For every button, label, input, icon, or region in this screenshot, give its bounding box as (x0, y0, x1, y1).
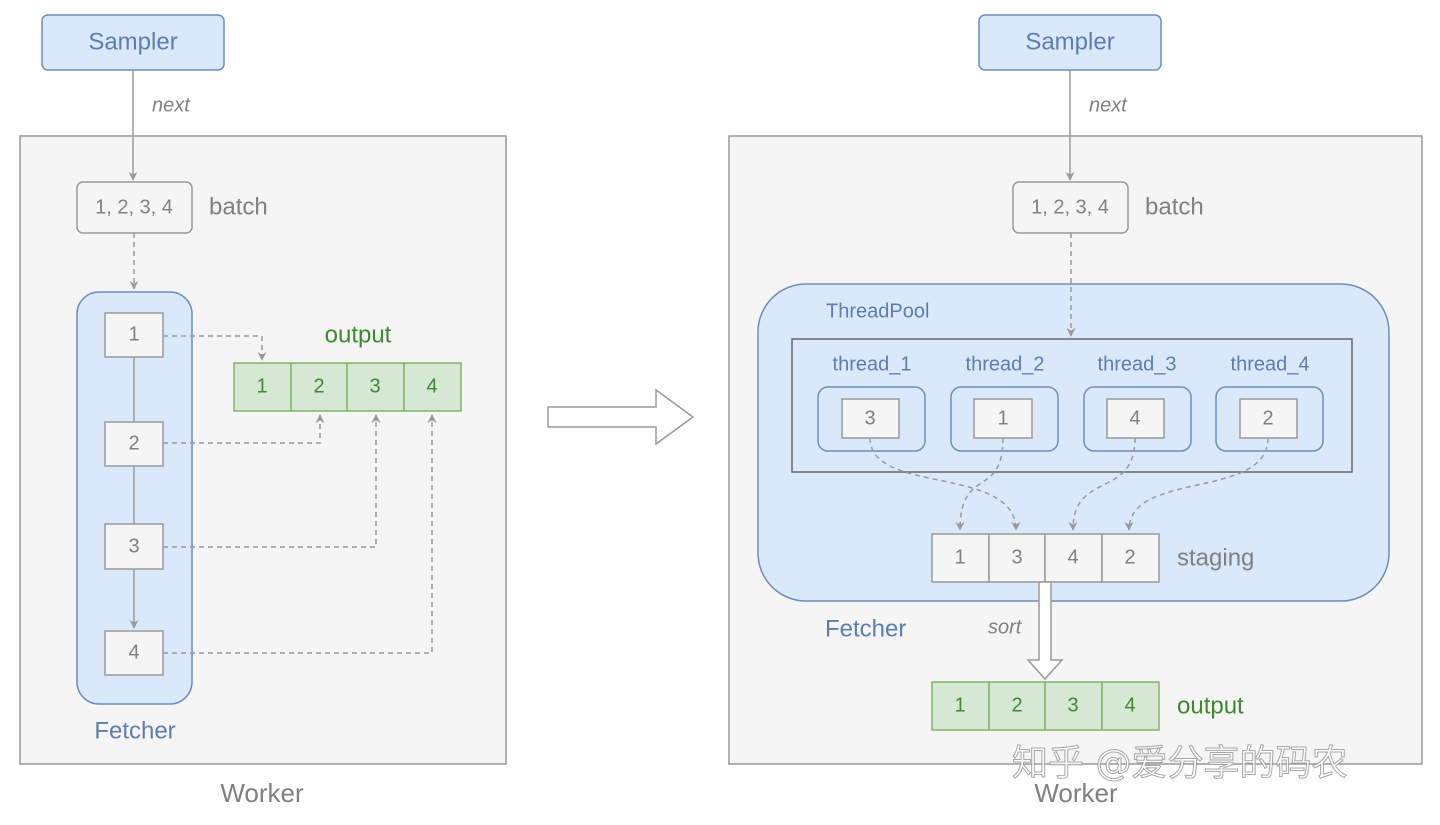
svg-text:4: 4 (1124, 694, 1135, 716)
sampler-label-right: Sampler (1025, 28, 1114, 55)
worker-label-right: Worker (1034, 778, 1118, 808)
left-diagram: Sampler next 1, 2, 3, 4 batch Fetcher 1 … (19, 14, 507, 808)
thread-group: thread_1 3 (817, 353, 926, 452)
sort-label: sort (988, 616, 1023, 638)
svg-text:2: 2 (1124, 546, 1135, 568)
output-row-left: 1 2 3 4 (233, 362, 462, 412)
fetcher-item: 3 (104, 523, 164, 570)
output-row-right: 1 2 3 4 (931, 681, 1160, 731)
output-label-left: output (325, 321, 392, 348)
staging-cell: 1 (931, 533, 990, 583)
watermark: 知乎 @爱分享的码农 (1012, 743, 1347, 784)
output-cell: 4 (403, 362, 462, 412)
batch-label-left: batch (209, 193, 268, 220)
svg-text:3: 3 (369, 375, 380, 397)
route-arrow-3 (163, 414, 381, 548)
svg-text:2: 2 (313, 375, 324, 397)
thread-arrow-3 (1068, 437, 1136, 531)
output-cell: 3 (1044, 681, 1103, 731)
route-arrow-4 (163, 414, 437, 654)
staging-cell: 4 (1044, 533, 1103, 583)
svg-text:1: 1 (954, 546, 965, 568)
next-label-right: next (1089, 94, 1128, 116)
thread-arrow-4 (1124, 437, 1269, 531)
staging-label: staging (1177, 544, 1254, 571)
thread-group: thread_4 2 (1215, 353, 1324, 452)
svg-text:4: 4 (128, 641, 139, 663)
route-arrow-1 (163, 335, 267, 361)
svg-text:1: 1 (128, 323, 139, 345)
transition-arrow (547, 388, 695, 446)
svg-text:2: 2 (1011, 694, 1022, 716)
svg-text:2: 2 (128, 432, 139, 454)
fetcher-label-right: Fetcher (825, 615, 906, 642)
thread-item: 4 (1129, 407, 1140, 429)
output-cell: 3 (346, 362, 405, 412)
output-cell: 2 (988, 681, 1046, 731)
thread-label: thread_1 (833, 353, 912, 375)
svg-text:4: 4 (426, 375, 437, 397)
route-arrow-2 (163, 414, 325, 444)
thread-label: thread_3 (1098, 353, 1177, 375)
fetcher-item: 2 (104, 421, 164, 467)
staging-cell: 3 (988, 533, 1046, 583)
fetcher-label-left: Fetcher (94, 717, 175, 744)
worker-label-left: Worker (220, 778, 304, 808)
output-label-right: output (1177, 692, 1244, 719)
sampler-label-left: Sampler (88, 28, 177, 55)
thread-item: 3 (864, 407, 875, 429)
fetcher-item: 1 (104, 312, 164, 358)
output-cell: 2 (290, 362, 348, 412)
thread-arrow-1 (869, 437, 1021, 531)
right-diagram: Sampler next 1, 2, 3, 4 batch ThreadPool… (728, 14, 1423, 808)
thread-item: 1 (997, 407, 1008, 429)
svg-text:4: 4 (1067, 546, 1078, 568)
staging-cell: 2 (1101, 533, 1160, 583)
batch-label-right: batch (1145, 193, 1204, 220)
svg-text:3: 3 (128, 535, 139, 557)
threadpool-label: ThreadPool (826, 300, 929, 322)
sort-arrow (1026, 581, 1064, 681)
output-cell: 1 (931, 681, 990, 731)
thread-label: thread_2 (966, 353, 1045, 375)
batch-values-right: 1, 2, 3, 4 (1031, 196, 1109, 218)
svg-text:1: 1 (954, 694, 965, 716)
thread-item: 2 (1262, 407, 1273, 429)
thread-arrow-2 (955, 437, 1004, 531)
svg-text:1: 1 (256, 375, 267, 397)
next-label-left: next (152, 94, 191, 116)
svg-text:3: 3 (1011, 546, 1022, 568)
thread-group: thread_2 1 (950, 353, 1059, 452)
staging-row: 1 3 4 2 (931, 533, 1160, 583)
svg-text:3: 3 (1067, 694, 1078, 716)
output-cell: 1 (233, 362, 292, 412)
fetcher-item: 4 (104, 630, 164, 676)
output-cell: 4 (1101, 681, 1160, 731)
batch-values-left: 1, 2, 3, 4 (95, 196, 173, 218)
thread-label: thread_4 (1231, 353, 1310, 375)
thread-group: thread_3 4 (1083, 353, 1192, 452)
